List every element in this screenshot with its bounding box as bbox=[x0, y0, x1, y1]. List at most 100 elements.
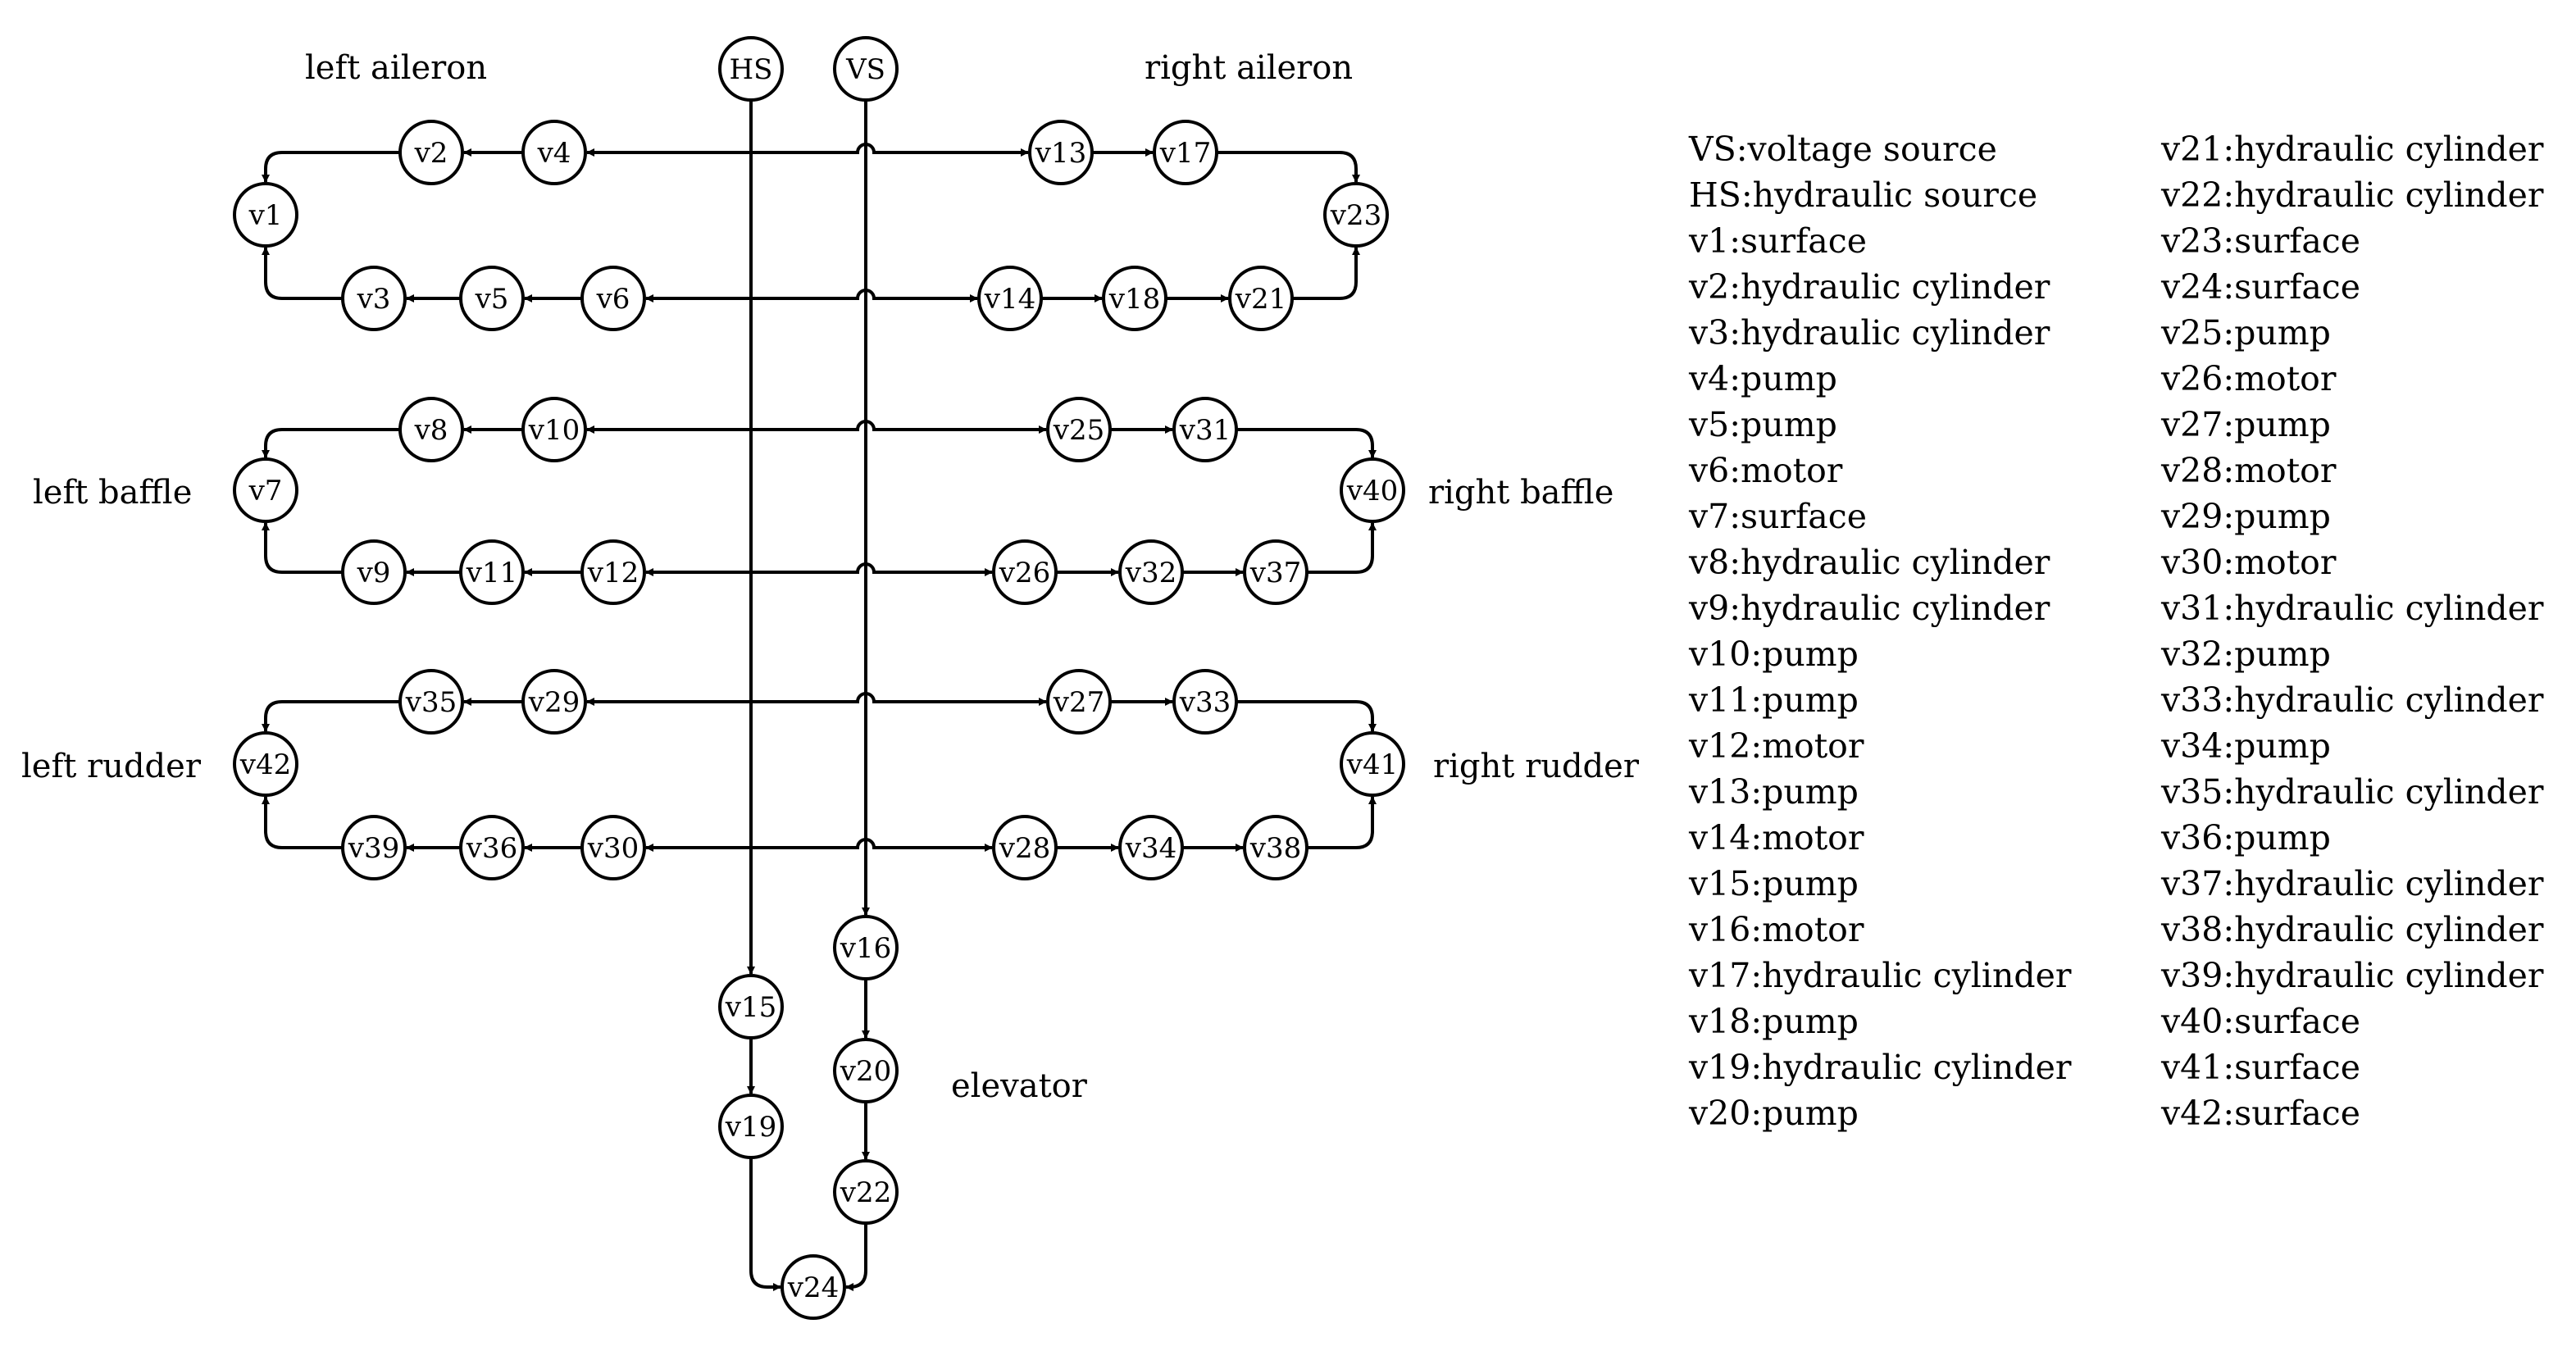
node-circle-v31 bbox=[1172, 397, 1238, 462]
node-label-v2: v2 bbox=[414, 137, 448, 170]
node-circle-v11 bbox=[459, 539, 525, 605]
legend-item-col2-14: v35:hydraulic cylinder bbox=[2160, 772, 2544, 812]
legend-item-col1-16: v15:pump bbox=[1688, 864, 1859, 903]
node-v32: v32 bbox=[1118, 539, 1184, 605]
legend-item-col2-5: v26:motor bbox=[2160, 359, 2337, 398]
legend-item-col1-7: v6:motor bbox=[1688, 451, 1843, 490]
node-circle-v37 bbox=[1243, 539, 1308, 605]
node-circle-v2 bbox=[398, 120, 464, 185]
node-v39: v39 bbox=[341, 815, 407, 880]
node-circle-vs bbox=[833, 36, 899, 102]
node-v20: v20 bbox=[833, 1038, 899, 1103]
node-v1: v1 bbox=[233, 182, 298, 248]
node-v14: v14 bbox=[977, 266, 1043, 331]
node-circle-v27 bbox=[1046, 669, 1112, 735]
legend-item-col2-18: v39:hydraulic cylinder bbox=[2160, 956, 2544, 995]
node-label-v35: v35 bbox=[405, 686, 457, 719]
node-circle-v35 bbox=[398, 669, 464, 735]
node-v19: v19 bbox=[718, 1094, 784, 1159]
node-label-v21: v21 bbox=[1235, 283, 1286, 316]
node-v8: v8 bbox=[398, 397, 464, 462]
node-label-v14: v14 bbox=[984, 283, 1035, 316]
node-v37: v37 bbox=[1243, 539, 1308, 605]
node-label-v16: v16 bbox=[840, 932, 891, 965]
node-circle-v3 bbox=[341, 266, 407, 331]
node-label-v37: v37 bbox=[1249, 557, 1301, 589]
node-v42: v42 bbox=[233, 731, 298, 797]
node-v12: v12 bbox=[580, 539, 646, 605]
node-label-vs: VS bbox=[845, 53, 885, 86]
node-v29: v29 bbox=[521, 669, 587, 735]
node-label-v6: v6 bbox=[596, 283, 630, 316]
to-v41-bottom bbox=[1307, 796, 1377, 849]
node-label-v30: v30 bbox=[587, 832, 639, 865]
node-v17: v17 bbox=[1153, 120, 1218, 185]
node-label-v10: v10 bbox=[528, 414, 580, 447]
node-label-v27: v27 bbox=[1053, 686, 1104, 719]
node-v35: v35 bbox=[398, 669, 464, 735]
legend-item-col2-13: v34:pump bbox=[2160, 726, 2331, 766]
node-label-v15: v15 bbox=[725, 991, 776, 1024]
node-v23: v23 bbox=[1323, 182, 1389, 248]
legend-item-col1-1: HS:hydraulic source bbox=[1689, 175, 2037, 215]
node-circle-v15 bbox=[718, 974, 784, 1039]
node-v36: v36 bbox=[459, 815, 525, 880]
node-label-v17: v17 bbox=[1159, 137, 1211, 170]
v22-to-v24 bbox=[845, 1223, 867, 1291]
node-circle-v13 bbox=[1028, 120, 1094, 185]
node-label-v36: v36 bbox=[466, 832, 517, 865]
node-label-v4: v4 bbox=[537, 137, 571, 170]
node-circle-v10 bbox=[521, 397, 587, 462]
legend-item-col1-18: v17:hydraulic cylinder bbox=[1688, 956, 2072, 995]
node-v16: v16 bbox=[833, 915, 899, 980]
node-label-v41: v41 bbox=[1346, 748, 1398, 781]
legend-item-col1-11: v10:pump bbox=[1688, 635, 1859, 674]
node-v40: v40 bbox=[1340, 457, 1405, 523]
node-v24: v24 bbox=[781, 1254, 846, 1320]
baffle-bottom-feed-right bbox=[751, 562, 993, 576]
node-vs: VS bbox=[833, 36, 899, 102]
node-hs: HS bbox=[718, 36, 784, 102]
node-v18: v18 bbox=[1102, 266, 1167, 331]
legend-item-col2-4: v25:pump bbox=[2160, 313, 2331, 353]
node-circle-v33 bbox=[1172, 669, 1238, 735]
node-circle-v19 bbox=[718, 1094, 784, 1159]
node-circle-v32 bbox=[1118, 539, 1184, 605]
node-circle-v22 bbox=[833, 1159, 899, 1225]
legend-item-col1-2: v1:surface bbox=[1688, 221, 1867, 261]
node-v2: v2 bbox=[398, 120, 464, 185]
node-circle-v25 bbox=[1046, 397, 1112, 462]
node-label-hs: HS bbox=[730, 53, 773, 86]
node-v28: v28 bbox=[992, 815, 1058, 880]
region-label-left-rudder: left rudder bbox=[21, 748, 202, 785]
node-v9: v9 bbox=[341, 539, 407, 605]
legend-item-col1-0: VS:voltage source bbox=[1688, 130, 1997, 169]
node-circle-v24 bbox=[781, 1254, 846, 1320]
legend-item-col1-6: v5:pump bbox=[1688, 405, 1837, 444]
legend-item-col2-3: v24:surface bbox=[2160, 267, 2360, 307]
node-circle-v34 bbox=[1118, 815, 1184, 880]
node-label-v34: v34 bbox=[1125, 832, 1176, 865]
legend-item-col2-17: v38:hydraulic cylinder bbox=[2160, 910, 2544, 949]
node-v21: v21 bbox=[1228, 266, 1294, 331]
legend-item-col1-12: v11:pump bbox=[1688, 680, 1859, 720]
node-circle-v1 bbox=[233, 182, 298, 248]
legend-item-col1-5: v4:pump bbox=[1688, 359, 1837, 398]
region-label-right-baffle: right baffle bbox=[1428, 474, 1613, 512]
rudder-bottom-feed-right bbox=[751, 838, 993, 852]
node-v27: v27 bbox=[1046, 669, 1112, 735]
node-label-v1: v1 bbox=[248, 199, 283, 232]
node-circle-v8 bbox=[398, 397, 464, 462]
node-circle-v38 bbox=[1243, 815, 1308, 880]
node-v38: v38 bbox=[1243, 815, 1308, 880]
node-label-v7: v7 bbox=[248, 475, 283, 507]
to-v7-top bbox=[262, 428, 400, 458]
connection-edges bbox=[262, 100, 1377, 1291]
node-label-v42: v42 bbox=[239, 748, 291, 781]
node-label-v13: v13 bbox=[1035, 137, 1086, 170]
node-label-v22: v22 bbox=[840, 1176, 891, 1209]
node-label-v8: v8 bbox=[414, 414, 448, 447]
